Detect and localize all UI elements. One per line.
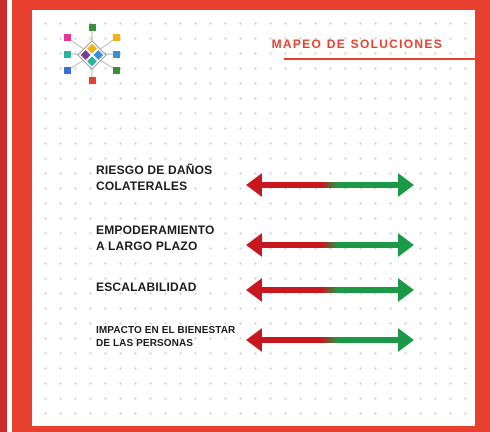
left-accent-strip [0, 0, 7, 432]
diamond-network-logo-icon [64, 24, 120, 84]
content-card: MAPEO DE SOLUCIONES RIESGO DE DAÑOS COLA… [32, 10, 475, 426]
list-item: ESCALABILIDAD [32, 277, 475, 317]
page-title: MAPEO DE SOLUCIONES [271, 37, 443, 51]
title-underline [284, 58, 475, 60]
left-accent-gap [7, 0, 12, 432]
row-label: IMPACTO EN EL BIENESTAR DE LAS PERSONAS [96, 325, 236, 349]
double-arrow-icon [246, 328, 414, 352]
double-arrow-icon [246, 233, 414, 257]
row-label: RIESGO DE DAÑOS COLATERALES [96, 163, 213, 193]
row-label: EMPODERAMIENTO A LARGO PLAZO [96, 223, 215, 253]
list-item: IMPACTO EN EL BIENESTAR DE LAS PERSONAS [32, 325, 475, 368]
list-item: RIESGO DE DAÑOS COLATERALES [32, 163, 475, 210]
double-arrow-icon [246, 173, 414, 197]
list-item: EMPODERAMIENTO A LARGO PLAZO [32, 223, 475, 270]
double-arrow-icon [246, 278, 414, 302]
row-label: ESCALABILIDAD [96, 280, 197, 294]
